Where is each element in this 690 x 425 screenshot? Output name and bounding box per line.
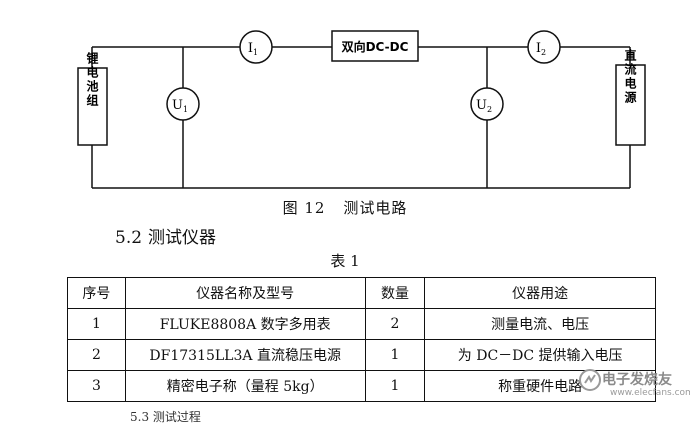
ammeter-i1: I1: [239, 30, 273, 64]
cell-index: 3: [67, 370, 126, 402]
header-index: 序号: [67, 277, 126, 309]
cell-quantity: 1: [364, 339, 426, 371]
watermark-text: 电子发烧友: [602, 372, 672, 388]
svg-text:I2: I2: [536, 41, 546, 57]
bidirectional-dc-dc-converter: 双向DC-DC: [331, 30, 419, 62]
meter-subscript: 1: [253, 48, 258, 57]
dc-source-label: 直流电源: [623, 48, 637, 105]
converter-label: 双向DC-DC: [342, 39, 409, 54]
svg-text:I1: I1: [248, 41, 258, 57]
figure-title: 测试电路: [343, 199, 408, 217]
header-instrument: 仪器名称及型号: [124, 277, 366, 309]
elecfans-logo-icon: [579, 369, 601, 391]
cell-index: 1: [67, 308, 126, 340]
cell-quantity: 2: [364, 308, 426, 340]
figure-number: 图 12: [282, 199, 326, 217]
ammeter-i2: I2: [527, 30, 561, 64]
cell-instrument: DF17315LL3A 直流稳压电源: [124, 339, 366, 371]
meter-symbol: I: [248, 41, 253, 56]
cell-purpose: 为 DC－DC 提供输入电压: [424, 339, 656, 371]
meter-subscript: 2: [541, 48, 546, 57]
cell-purpose: 称重硬件电路: [424, 370, 656, 402]
cell-index: 2: [67, 339, 126, 371]
voltmeter-u2: U2: [470, 87, 504, 121]
svg-text:U1: U1: [172, 98, 188, 114]
meter-subscript: 1: [183, 105, 188, 114]
cell-quantity: 1: [364, 370, 426, 402]
section-number: 5.2: [115, 228, 143, 248]
meter-symbol: U: [172, 98, 183, 113]
table-header-row: 序号 仪器名称及型号 数量 仪器用途: [67, 277, 656, 309]
voltmeter-u1: U1: [166, 87, 200, 121]
instrument-table: 序号 仪器名称及型号 数量 仪器用途 1 FLUKE8808A 数字多用表 2 …: [67, 277, 656, 402]
figure-caption: 图 12 测试电路: [0, 197, 690, 218]
watermark: 电子发烧友 www.elecfans.com: [578, 366, 690, 408]
battery-label: 锂电池组: [85, 51, 99, 108]
meter-symbol: I: [536, 41, 541, 56]
battery-pack: 锂电池组: [77, 51, 108, 146]
cell-instrument: FLUKE8808A 数字多用表: [124, 308, 366, 340]
next-heading-fragment: 5.3 测试过程: [130, 410, 201, 424]
table-row: 3 精密电子称（量程 5kg） 1 称重硬件电路: [67, 370, 656, 402]
section-title: 测试仪器: [148, 228, 217, 248]
cell-instrument: 精密电子称（量程 5kg）: [124, 370, 366, 402]
svg-text:U2: U2: [476, 98, 492, 114]
table-row: 2 DF17315LL3A 直流稳压电源 1 为 DC－DC 提供输入电压: [67, 339, 656, 371]
table-title: 表 1: [330, 252, 360, 270]
meter-subscript: 2: [487, 105, 492, 114]
dc-power-source: 直流电源: [615, 48, 646, 146]
watermark-url: www.elecfans.com: [610, 388, 690, 398]
header-purpose: 仪器用途: [424, 277, 656, 309]
table-row: 1 FLUKE8808A 数字多用表 2 测量电流、电压: [67, 308, 656, 340]
meter-symbol: U: [476, 98, 487, 113]
cell-purpose: 测量电流、电压: [424, 308, 656, 340]
test-circuit-diagram: 锂电池组 直流电源 双向DC-DC I1 I2 U1 U2: [77, 30, 646, 189]
header-quantity: 数量: [364, 277, 426, 309]
